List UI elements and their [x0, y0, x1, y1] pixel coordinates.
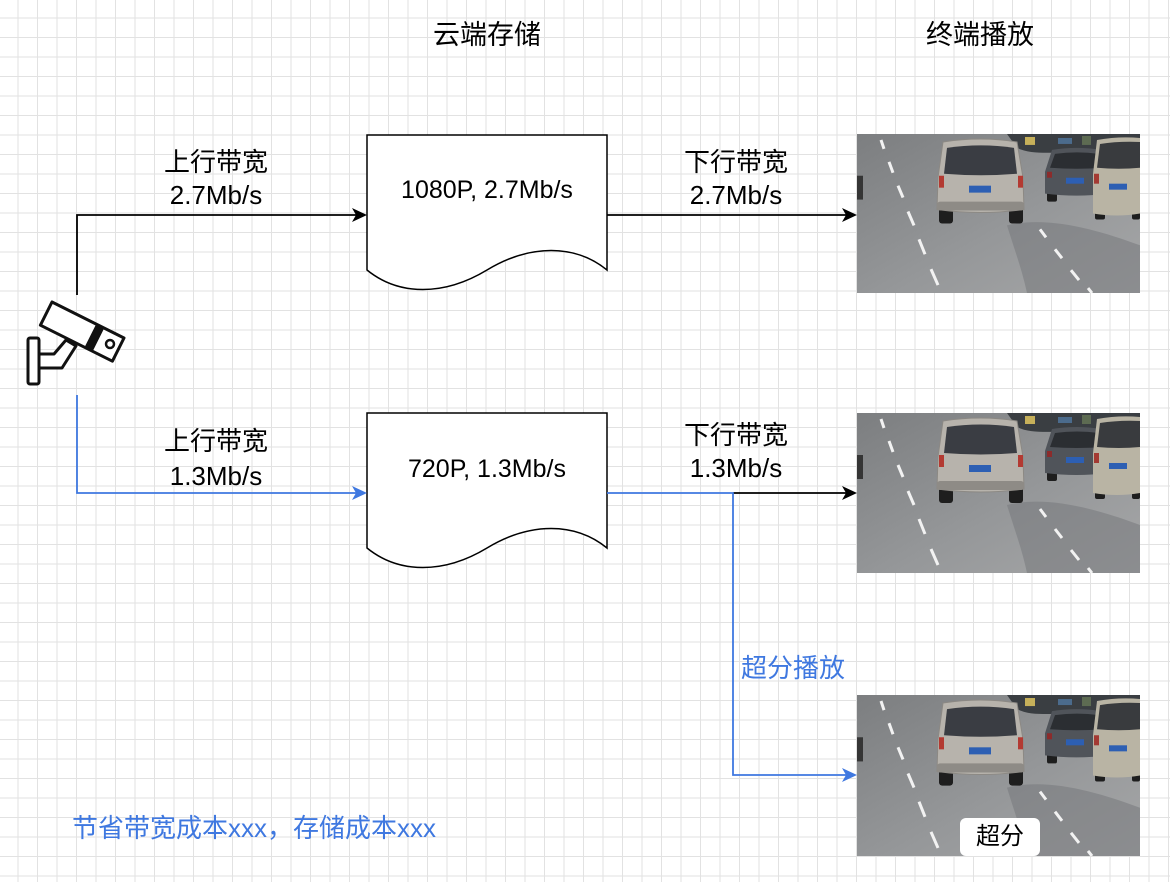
super-resolution-path-label: 超分播放 — [741, 653, 846, 683]
upload-low-rate: 1.3Mb/s — [169, 461, 263, 491]
storage-doc-1080p-text: 1080P, 2.7Mb/s — [401, 176, 573, 204]
upload-low-connector — [76, 395, 356, 494]
terminal-playback-title: 终端播放 — [926, 20, 1034, 50]
upload-high-label-text: 上行带宽 — [163, 147, 268, 177]
security-camera-icon — [26, 300, 126, 386]
storage-doc-720p-shape — [366, 412, 608, 569]
download-high-label: 下行带宽 2.7Mb/s — [646, 146, 826, 212]
cloud-storage-title: 云端存储 — [433, 20, 541, 50]
upload-low-label-text: 上行带宽 — [163, 426, 268, 456]
playback-photo-720p — [857, 413, 1140, 573]
download-low-rate: 1.3Mb/s — [689, 453, 783, 483]
download-high-label-text: 下行带宽 — [683, 147, 788, 177]
playback-photo-super-resolution: 超分 — [857, 695, 1140, 856]
super-resolution-badge: 超分 — [960, 818, 1040, 856]
cost-saving-note: 节省带宽成本xxx，存储成本xxx — [72, 813, 437, 843]
upload-high-connector — [76, 214, 356, 295]
upload-low-label: 上行带宽 1.3Mb/s — [126, 424, 306, 494]
playback-photo-1080p — [857, 134, 1140, 293]
street-scene-image — [857, 134, 1140, 293]
download-low-arrowhead — [842, 486, 857, 500]
upload-high-label: 上行带宽 2.7Mb/s — [126, 146, 306, 212]
super-resolution-connector — [607, 492, 846, 776]
storage-doc-1080p-shape — [366, 134, 608, 291]
download-low-label-text: 下行带宽 — [683, 420, 788, 450]
super-resolution-arrowhead — [842, 768, 857, 782]
upload-high-arrowhead — [352, 208, 367, 222]
download-low-label: 下行带宽 1.3Mb/s — [646, 419, 826, 485]
storage-doc-720p-text: 720P, 1.3Mb/s — [408, 455, 566, 483]
upload-high-rate: 2.7Mb/s — [169, 180, 263, 210]
download-high-arrowhead — [842, 208, 857, 222]
street-scene-image — [857, 413, 1140, 573]
download-high-rate: 2.7Mb/s — [689, 180, 783, 210]
upload-low-arrowhead — [352, 486, 367, 500]
